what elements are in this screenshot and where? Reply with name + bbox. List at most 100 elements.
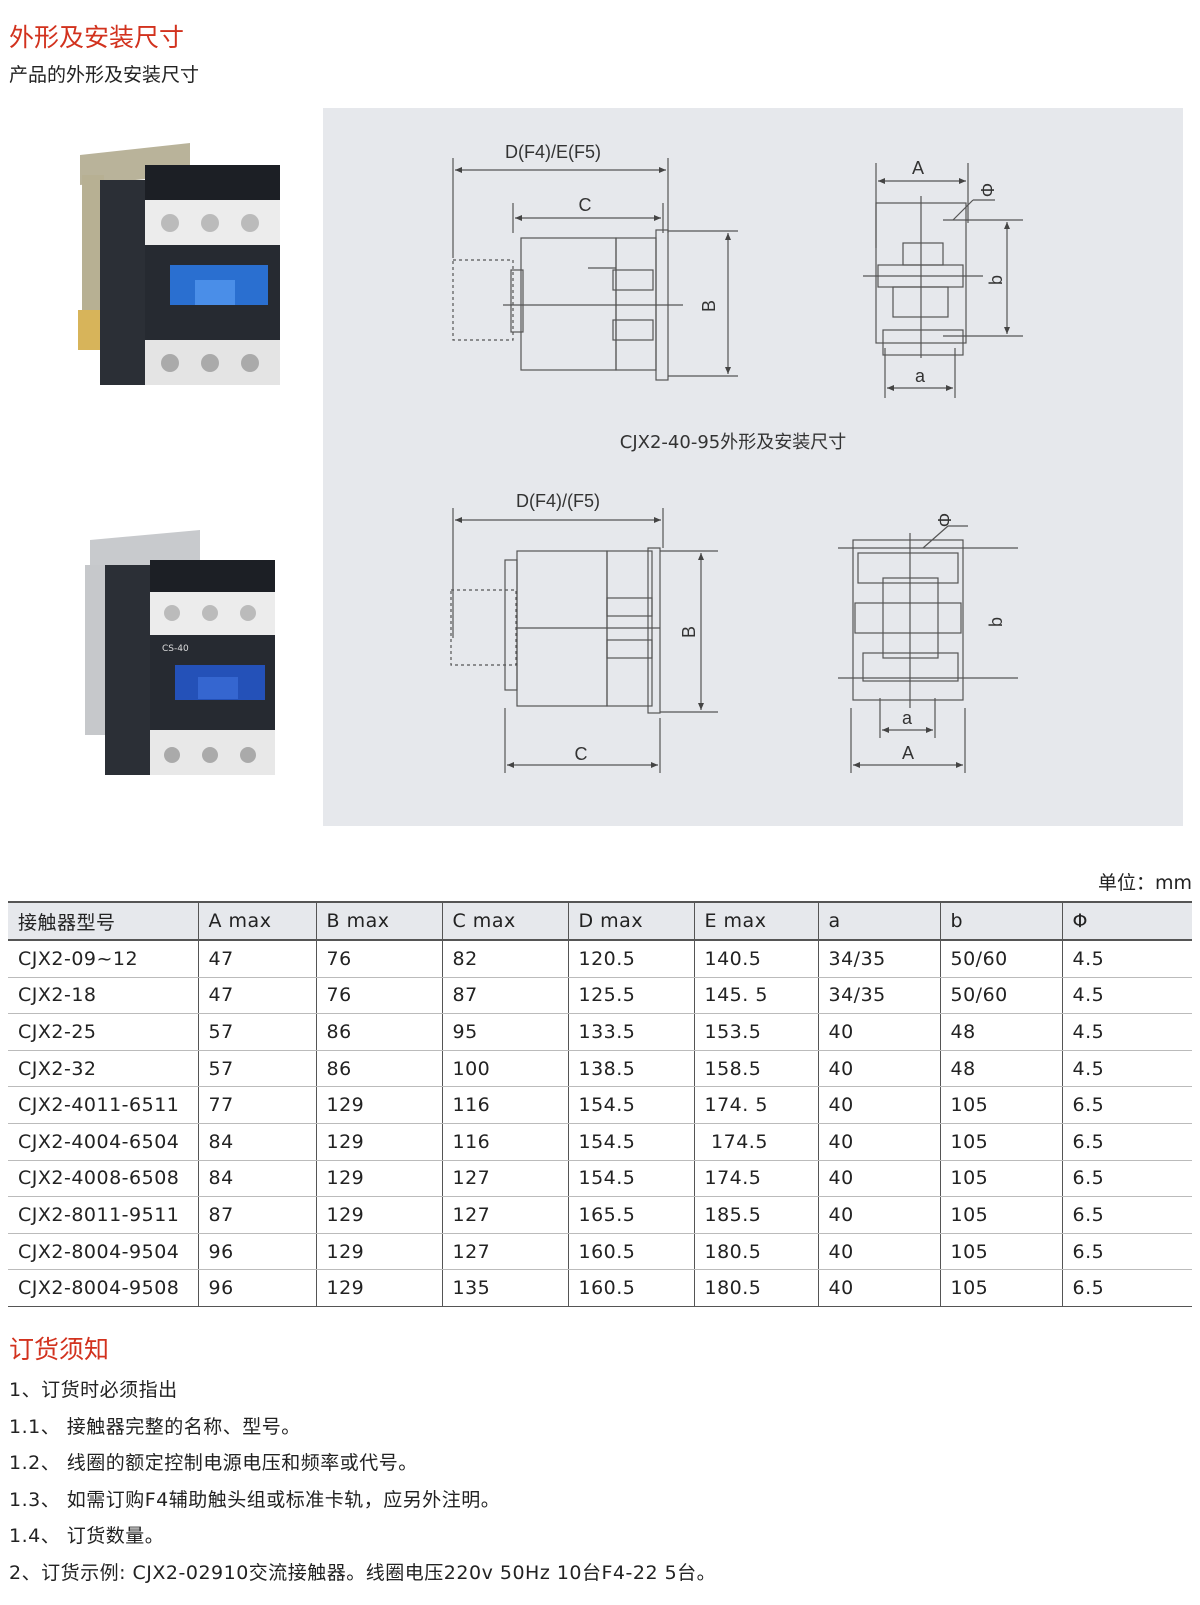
order-notice-list: 1、订货时必须指出 1.1、 接触器完整的名称、型号。 1.2、 线圈的额定控制…: [9, 1372, 716, 1591]
cell-phi: 6.5: [1062, 1086, 1192, 1124]
section-title: 外形及安装尺寸: [9, 23, 185, 52]
cell-b: 105: [940, 1123, 1063, 1161]
cell-d-max: 165.5: [568, 1196, 695, 1234]
cell-c-max: 87: [442, 977, 569, 1015]
col-header-d-max: D max: [568, 901, 695, 941]
cell-a-max: 84: [198, 1123, 317, 1161]
col-header-b: b: [940, 901, 1063, 941]
dim-label-a-small: a: [915, 366, 926, 386]
cell-b: 105: [940, 1233, 1063, 1271]
cell-e-max: 158.5: [694, 1050, 819, 1088]
col-header-a: a: [818, 901, 941, 941]
cell-d-max: 154.5: [568, 1123, 695, 1161]
cell-model: CJX2-8004-9504: [8, 1233, 199, 1271]
cell-c-max: 95: [442, 1013, 569, 1051]
cell-a-max: 96: [198, 1233, 317, 1271]
drawing-caption: CJX2-40-95外形及安装尺寸: [620, 432, 846, 453]
cell-a: 40: [818, 1160, 941, 1198]
cell-d-max: 154.5: [568, 1086, 695, 1124]
cell-b-max: 129: [316, 1196, 443, 1234]
cell-d-max: 138.5: [568, 1050, 695, 1088]
cell-c-max: 116: [442, 1123, 569, 1161]
cell-e-max: 153.5: [694, 1013, 819, 1051]
cell-phi: 4.5: [1062, 1013, 1192, 1051]
dim-label-c: C: [579, 195, 592, 215]
dim-label-b: B: [699, 300, 719, 312]
cell-e-max: 140.5: [694, 940, 819, 978]
cell-b-max: 129: [316, 1233, 443, 1271]
cell-model: CJX2-32: [8, 1050, 199, 1088]
cell-a: 34/35: [818, 977, 941, 1015]
cell-model: CJX2-4008-6508: [8, 1160, 199, 1198]
cell-c-max: 100: [442, 1050, 569, 1088]
cell-a: 40: [818, 1269, 941, 1307]
unit-label: 单位：mm: [1097, 872, 1192, 894]
cell-phi: 6.5: [1062, 1269, 1192, 1307]
cell-phi: 4.5: [1062, 1050, 1192, 1088]
cell-phi: 6.5: [1062, 1123, 1192, 1161]
dim-label-b-small-2: b: [986, 617, 1006, 627]
cell-b-max: 129: [316, 1123, 443, 1161]
order-item: 1.4、 订货数量。: [9, 1525, 165, 1547]
cell-d-max: 160.5: [568, 1269, 695, 1307]
cell-b: 105: [940, 1086, 1063, 1124]
order-notice-title: 订货须知: [9, 1335, 110, 1364]
order-item: 2、订货示例: CJX2-02910交流接触器。线圈电压220v 50Hz 10…: [9, 1561, 717, 1584]
dimension-table: 接触器型号 A max B max C max D max E max a b …: [8, 901, 1192, 1307]
cell-phi: 4.5: [1062, 977, 1192, 1015]
cell-c-max: 127: [442, 1233, 569, 1271]
cell-model: CJX2-09~12: [8, 940, 199, 978]
contactor-photo-2: CS-40: [85, 530, 275, 775]
cell-a-max: 47: [198, 977, 317, 1015]
cell-a: 40: [818, 1086, 941, 1124]
dim-label-c-2: C: [575, 744, 588, 764]
cell-a: 40: [818, 1123, 941, 1161]
cell-a-max: 84: [198, 1160, 317, 1198]
cell-e-max: 180.5: [694, 1233, 819, 1271]
cell-a: 34/35: [818, 940, 941, 978]
dimension-drawing: D(F4)/E(F5) C B A Φ b a CJX2-40-95外形及安装尺…: [450, 142, 1023, 773]
dim-label-a-cap-2: A: [902, 743, 914, 763]
cell-a: 40: [818, 1050, 941, 1088]
order-item: 1.2、 线圈的额定控制电源电压和频率或代号。: [9, 1452, 418, 1474]
cell-d-max: 154.5: [568, 1160, 695, 1198]
cell-b-max: 129: [316, 1086, 443, 1124]
cell-a: 40: [818, 1196, 941, 1234]
col-header-phi: Φ: [1062, 901, 1192, 941]
dimension-drawing-panel: D(F4)/E(F5) C B A Φ b a CJX2-40-95外形及安装尺…: [323, 108, 1183, 826]
order-item: 1、订货时必须指出: [9, 1379, 178, 1401]
cell-e-max: 174.5: [694, 1123, 819, 1161]
order-item: 1.1、 接触器完整的名称、型号。: [9, 1415, 301, 1438]
dim-label-d-f5: D(F4)/(F5): [516, 491, 600, 511]
cell-b-max: 129: [316, 1269, 443, 1307]
table-header-row: 接触器型号 A max B max C max D max E max a b …: [8, 901, 1192, 941]
cell-a: 40: [818, 1233, 941, 1271]
cell-a-max: 87: [198, 1196, 317, 1234]
cell-a-max: 77: [198, 1086, 317, 1124]
cell-model: CJX2-8004-9508: [8, 1269, 199, 1307]
cell-a: 40: [818, 1013, 941, 1051]
dim-label-a-small-2: a: [902, 708, 913, 728]
cell-b: 50/60: [940, 977, 1063, 1015]
col-header-e-max: E max: [694, 901, 819, 941]
contactor-photo-1: [78, 143, 280, 385]
cell-a-max: 96: [198, 1269, 317, 1307]
cell-a-max: 57: [198, 1050, 317, 1088]
cell-e-max: 174.5: [694, 1160, 819, 1198]
dim-label-d-e: D(F4)/E(F5): [505, 142, 601, 162]
col-header-model: 接触器型号: [8, 901, 199, 941]
dim-label-phi-2: Φ: [935, 513, 955, 527]
cell-b: 105: [940, 1196, 1063, 1234]
cell-b: 105: [940, 1160, 1063, 1198]
cell-b: 50/60: [940, 940, 1063, 978]
cell-d-max: 160.5: [568, 1233, 695, 1271]
cell-a-max: 57: [198, 1013, 317, 1051]
cell-phi: 6.5: [1062, 1233, 1192, 1271]
col-header-b-max: B max: [316, 901, 443, 941]
cell-d-max: 125.5: [568, 977, 695, 1015]
